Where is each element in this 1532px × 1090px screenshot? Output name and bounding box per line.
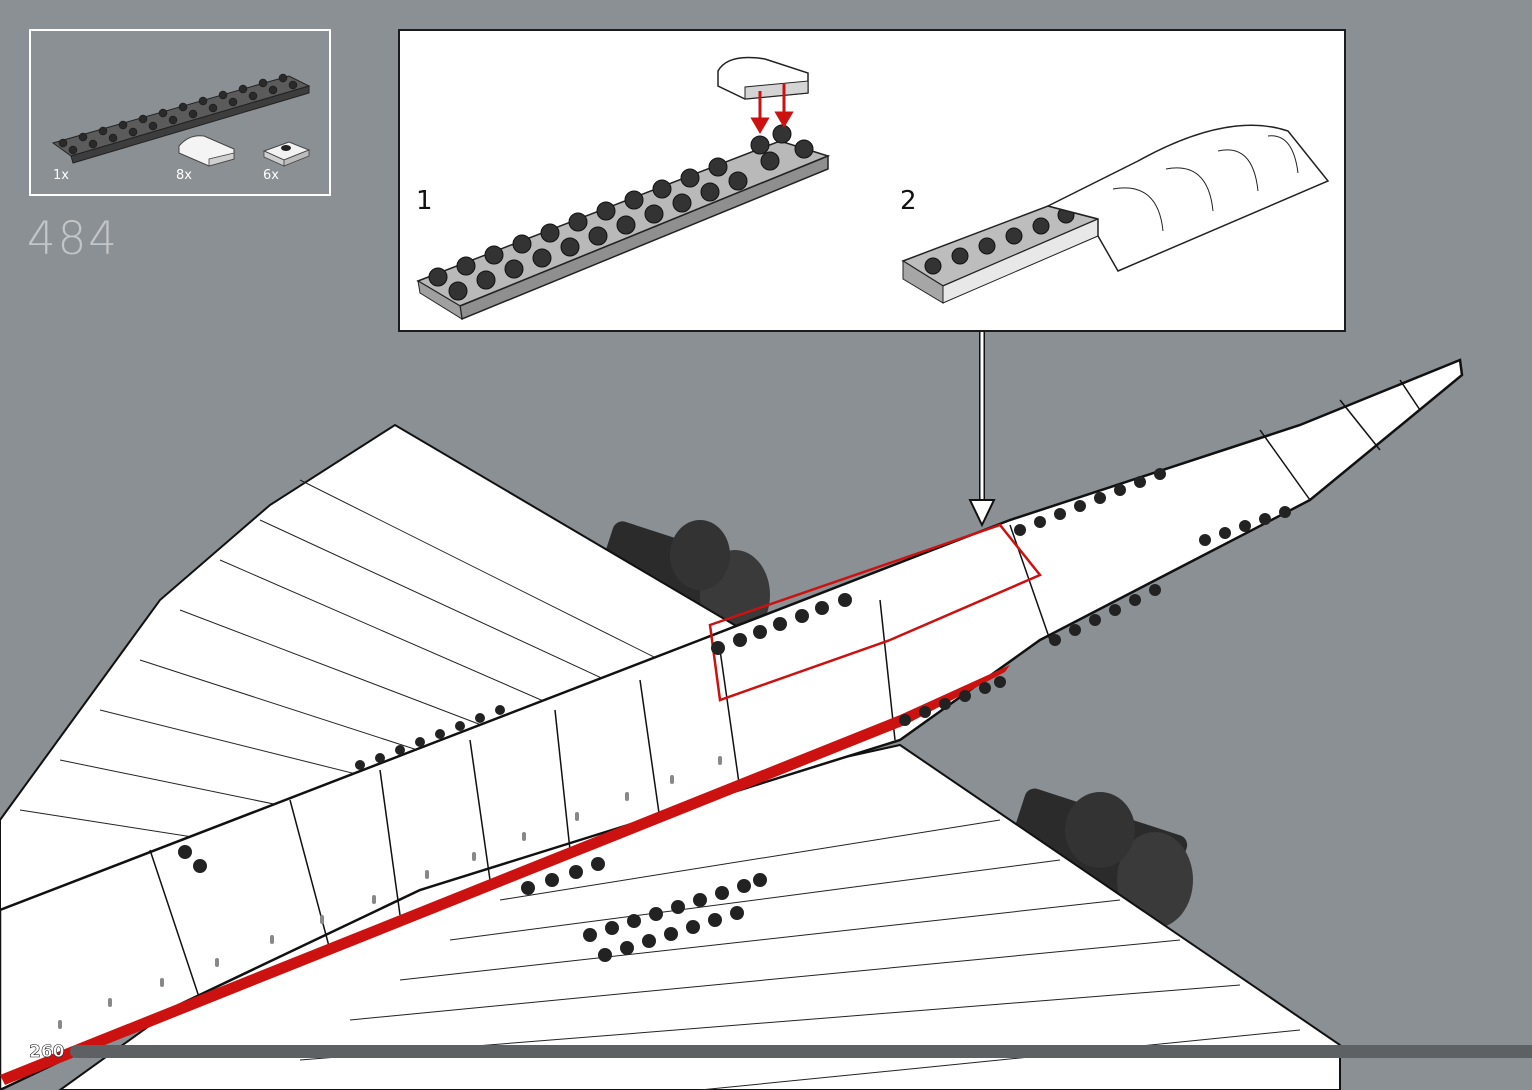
white-curved-slope-icon bbox=[174, 131, 244, 171]
callout-pointer bbox=[970, 332, 994, 525]
plate-with-slopes-icon bbox=[898, 111, 1338, 331]
substep-callout-box: 1 2 bbox=[398, 29, 1346, 332]
page-progress-bar bbox=[70, 1045, 1532, 1058]
part-qty-slope: 8x bbox=[176, 168, 192, 183]
plate-with-arrows-icon bbox=[410, 31, 840, 321]
part-qty-plate: 1x bbox=[53, 168, 69, 183]
part-qty-jumper: 6x bbox=[263, 168, 279, 183]
step-number: 484 bbox=[27, 212, 119, 265]
page-number: 260 bbox=[29, 1042, 65, 1062]
jumper-plate-icon bbox=[259, 136, 314, 171]
parts-list-box: 1x 8x 6x bbox=[29, 29, 331, 196]
